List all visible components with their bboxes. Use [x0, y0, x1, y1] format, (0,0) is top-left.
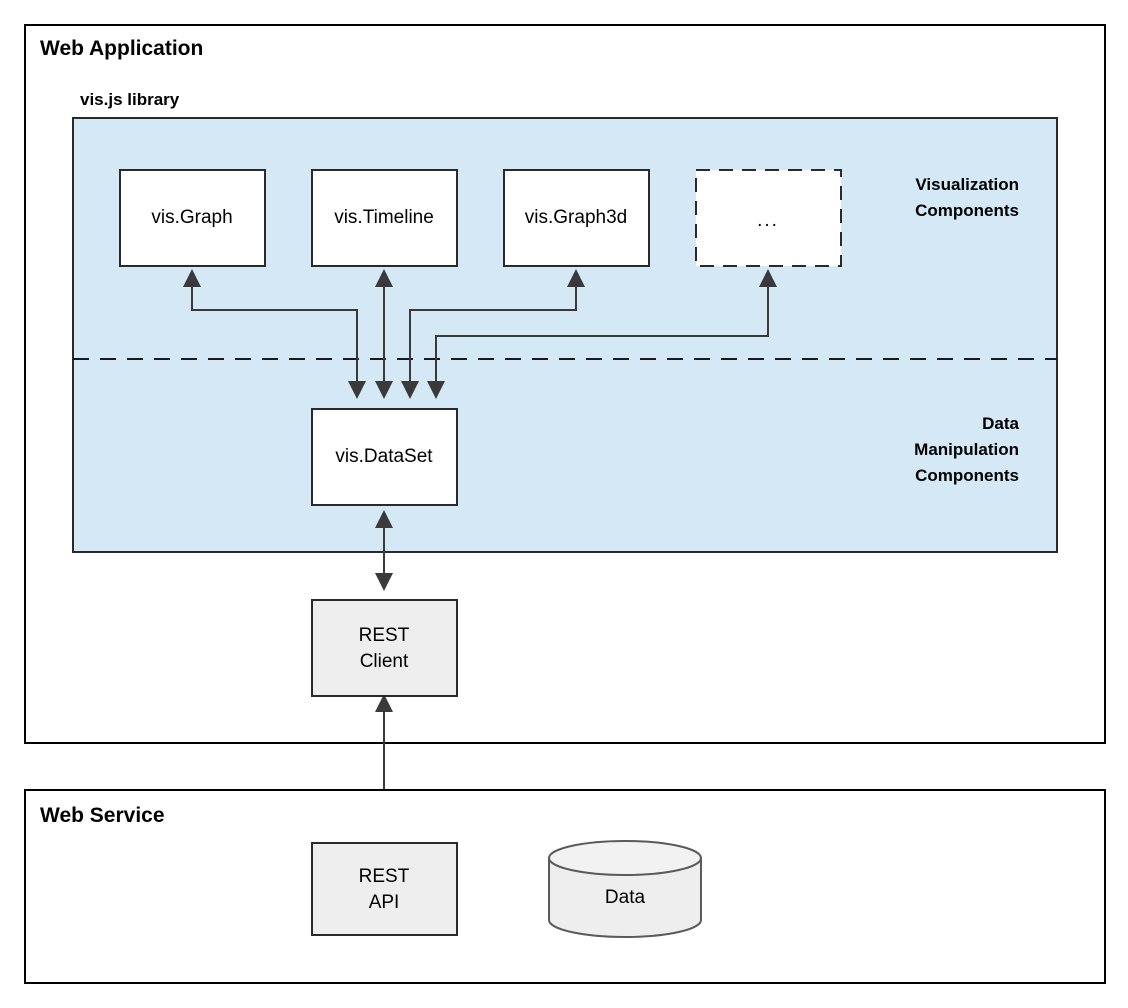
- panel-title-visjs-library: vis.js library: [80, 90, 180, 109]
- node-label-rest-api-line1: REST: [359, 866, 410, 887]
- frame-title-web-service: Web Service: [40, 804, 165, 827]
- node-vis-graph[interactable]: vis.Graph: [119, 169, 266, 267]
- node-label-more-components: ...: [757, 210, 779, 231]
- node-label-rest-client-line1: REST: [359, 625, 410, 646]
- node-vis-dataset[interactable]: vis.DataSet: [311, 408, 458, 506]
- zone-label-visualization-line1: Visualization: [915, 175, 1019, 194]
- node-label-vis-graph: vis.Graph: [151, 207, 232, 228]
- node-label-data-store: Data: [605, 887, 646, 908]
- connection-vis-graph-to-dataset: [183, 269, 366, 399]
- node-vis-graph3d[interactable]: vis.Graph3d: [503, 169, 650, 267]
- connection-more-components-to-dataset: [427, 269, 777, 399]
- node-data-store[interactable]: Data: [548, 840, 702, 938]
- node-more-components[interactable]: ...: [695, 169, 842, 267]
- node-label-vis-dataset: vis.DataSet: [335, 446, 433, 467]
- zone-label-data-manipulation-line3: Components: [915, 466, 1019, 485]
- node-label-rest-client-line2: Client: [360, 651, 409, 672]
- zone-label-data-manipulation-line2: Manipulation: [914, 440, 1019, 459]
- node-rest-client[interactable]: REST Client: [311, 599, 458, 697]
- zone-label-data-manipulation-line1: Data: [982, 414, 1019, 433]
- node-label-vis-timeline: vis.Timeline: [334, 207, 434, 228]
- frame-title-web-application: Web Application: [40, 37, 203, 60]
- node-vis-timeline[interactable]: vis.Timeline: [311, 169, 458, 267]
- node-label-rest-api-line2: API: [369, 892, 400, 913]
- zone-label-visualization-line2: Components: [915, 201, 1019, 220]
- node-rest-api[interactable]: REST API: [311, 842, 458, 936]
- node-label-vis-graph3d: vis.Graph3d: [525, 207, 627, 228]
